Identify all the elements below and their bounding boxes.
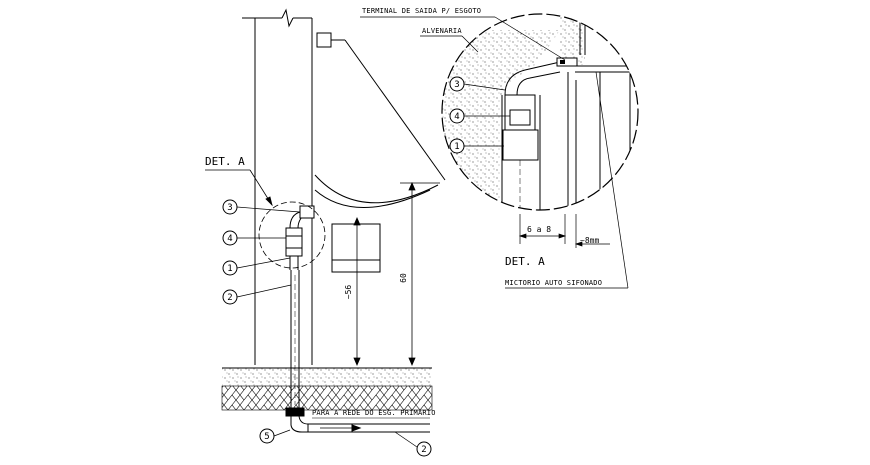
svg-text:3: 3 — [227, 203, 232, 213]
inset-dimensions — [518, 214, 610, 248]
callout-2-bottom: 2 — [394, 431, 432, 457]
callout-4: 4 — [222, 230, 286, 246]
wall — [242, 8, 313, 365]
svg-text:2: 2 — [227, 293, 232, 303]
label-terminal-saida: TERMINAL DE SAIDA P/ ESGOTO — [362, 7, 481, 15]
callout-5: 5 — [259, 428, 291, 444]
svg-text:3: 3 — [454, 80, 459, 90]
dimension-6a8: 6 a 8 — [527, 225, 551, 234]
svg-text:2: 2 — [421, 445, 426, 455]
label-para-rede: PARA A REDE DO ESG. PRIMARIO — [312, 409, 436, 417]
detail-circle-main — [258, 201, 326, 269]
svg-text:4: 4 — [454, 112, 459, 122]
detail-inset — [441, 13, 639, 211]
svg-text:1: 1 — [227, 264, 232, 274]
callout-2: 2 — [222, 284, 292, 305]
svg-text:1: 1 — [454, 142, 459, 152]
dimension-56: ~56 — [344, 285, 353, 300]
callout-group-main: 3 4 1 2 — [222, 199, 301, 305]
callout-3: 3 — [222, 199, 301, 215]
drain-pipe — [285, 205, 430, 433]
detail-leader — [205, 169, 273, 207]
inset-leaders — [360, 16, 629, 289]
detail-label-inset: DET. A — [505, 255, 545, 268]
label-mictorio: MICTORIO AUTO SIFONADO — [505, 279, 602, 287]
label-alvenaria: ALVENARIA — [422, 27, 462, 35]
inset-callout-3: 3 — [449, 76, 506, 92]
callout-1: 1 — [222, 257, 291, 276]
dimension-60: 60 — [399, 273, 408, 283]
dimension-lines — [353, 181, 440, 367]
svg-text:5: 5 — [264, 432, 269, 442]
urinal — [314, 32, 446, 273]
callout-group-inset: 3 4 1 — [449, 76, 510, 154]
detail-label-main: DET. A — [205, 155, 245, 168]
svg-text:4: 4 — [227, 234, 232, 244]
dimension-8mm: ~8mm — [580, 236, 599, 245]
floor — [221, 367, 433, 411]
inset-callout-1: 1 — [449, 138, 504, 154]
inset-callout-4: 4 — [449, 108, 510, 124]
